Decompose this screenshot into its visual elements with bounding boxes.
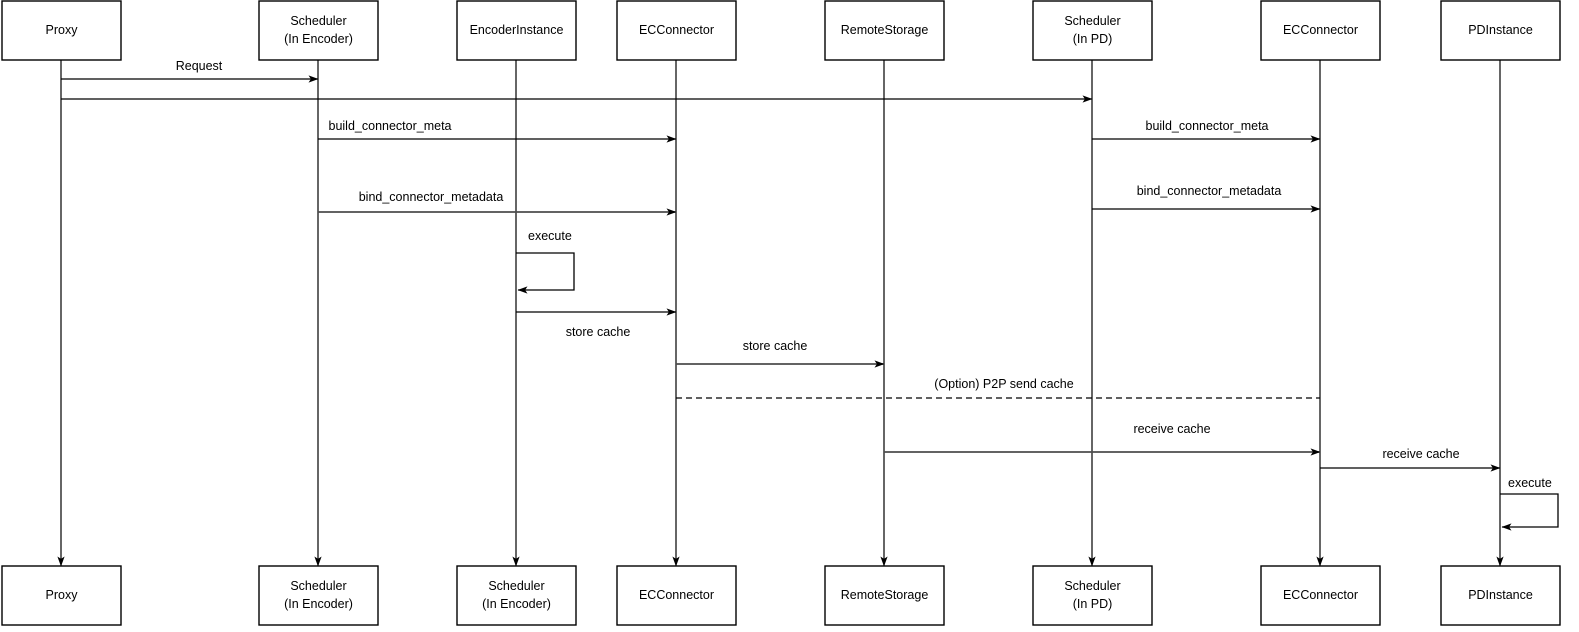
messages-layer: Request build_connector_meta build_connect…	[61, 59, 1501, 472]
participant-box-rect	[1032, 0, 1153, 61]
message-m8: store cache	[676, 339, 885, 368]
participant-box-rect	[1260, 565, 1381, 626]
participant-label-line1: PDInstance	[1468, 588, 1533, 602]
participant-label-line2: (In Encoder)	[482, 597, 551, 611]
participant-header-remote-store[interactable]: RemoteStorage	[824, 0, 945, 61]
participant-label-line1: Scheduler	[1064, 579, 1120, 593]
message-label: Request	[176, 59, 223, 73]
message-m7: store cache	[516, 308, 677, 339]
participant-label-line1: PDInstance	[1468, 23, 1533, 37]
message-m4: build_connector_meta	[1092, 119, 1321, 143]
participant-label-line1: Scheduler	[1064, 14, 1120, 28]
participant-label-line1: ECConnector	[1283, 23, 1358, 37]
participant-label-line1: Proxy	[46, 23, 79, 37]
participant-box-rect	[1, 0, 122, 61]
self-messages-layer: execute execute	[516, 229, 1559, 531]
message-label: build_connector_meta	[329, 119, 452, 133]
message-m3: build_connector_meta	[318, 119, 677, 143]
message-label: bind_connector_metadata	[359, 190, 504, 204]
participant-label-line1: ECConnector	[1283, 588, 1358, 602]
message-label: receive cache	[1382, 447, 1459, 461]
self-message-s2: execute	[1500, 476, 1559, 531]
participant-footer-proxy[interactable]: Proxy	[1, 565, 122, 626]
message-label: store cache	[566, 325, 631, 339]
header-boxes-layer: Proxy Scheduler (In Encoder) EncoderInstanc…	[1, 0, 1561, 61]
message-label: build_connector_meta	[1146, 119, 1269, 133]
participant-label-line1: Scheduler	[290, 14, 346, 28]
participant-label-line2: (In Encoder)	[284, 597, 353, 611]
self-message-path	[1500, 493, 1559, 531]
message-m11: receive cache	[1320, 447, 1501, 472]
participant-box-rect	[1260, 0, 1381, 61]
message-m5: bind_connector_metadata	[318, 190, 677, 216]
participant-label-line1: Proxy	[46, 588, 79, 602]
participant-label-line1: ECConnector	[639, 23, 714, 37]
footer-boxes-layer: Proxy Scheduler (In Encoder) Scheduler (In E…	[1, 565, 1561, 626]
participant-label-line2: (In Encoder)	[284, 32, 353, 46]
self-message-label: execute	[528, 229, 572, 243]
participant-label-line1: Scheduler	[290, 579, 346, 593]
participant-header-pd-inst[interactable]: PDInstance	[1440, 0, 1561, 61]
lifelines-layer	[57, 60, 1504, 567]
participant-label-line1: RemoteStorage	[841, 23, 929, 37]
self-message-path	[516, 252, 575, 294]
participant-label-line1: ECConnector	[639, 588, 714, 602]
message-m6: bind_connector_metadata	[1092, 184, 1321, 213]
participant-box-rect	[1440, 0, 1561, 61]
participant-footer-ec-right[interactable]: ECConnector	[1260, 565, 1381, 626]
self-message-label: execute	[1508, 476, 1552, 490]
participant-box-rect	[1032, 565, 1153, 626]
message-label: bind_connector_metadata	[1137, 184, 1282, 198]
message-m10: receive cache	[884, 422, 1321, 456]
participant-box-rect	[258, 565, 379, 626]
participant-footer-remote-store[interactable]: RemoteStorage	[824, 565, 945, 626]
participant-footer-ec-left[interactable]: ECConnector	[616, 565, 737, 626]
participant-box-rect	[616, 565, 737, 626]
participant-label-line1: EncoderInstance	[470, 23, 564, 37]
message-m1: Request	[61, 59, 319, 83]
message-m9: (Option) P2P send cache	[676, 377, 1320, 399]
participant-footer-encoder-inst[interactable]: Scheduler (In Encoder)	[456, 565, 577, 626]
participant-header-encoder-inst[interactable]: EncoderInstance	[456, 0, 577, 61]
participant-box-rect	[824, 0, 945, 61]
participant-header-ec-left[interactable]: ECConnector	[616, 0, 737, 61]
participant-label-line2: (In PD)	[1073, 32, 1113, 46]
participant-header-ec-right[interactable]: ECConnector	[1260, 0, 1381, 61]
message-label: receive cache	[1133, 422, 1210, 436]
participant-box-rect	[616, 0, 737, 61]
message-label: store cache	[743, 339, 808, 353]
participant-header-sched-encoder[interactable]: Scheduler (In Encoder)	[258, 0, 379, 61]
participant-footer-sched-pd[interactable]: Scheduler (In PD)	[1032, 565, 1153, 626]
participant-box-rect	[1440, 565, 1561, 626]
participant-box-rect	[456, 565, 577, 626]
participant-header-sched-pd[interactable]: Scheduler (In PD)	[1032, 0, 1153, 61]
self-message-s1: execute	[516, 229, 575, 294]
participant-box-rect	[258, 0, 379, 61]
participant-label-line1: RemoteStorage	[841, 588, 929, 602]
participant-box-rect	[824, 565, 945, 626]
participant-footer-pd-inst[interactable]: PDInstance	[1440, 565, 1561, 626]
participant-label-line1: Scheduler	[488, 579, 544, 593]
participant-box-rect	[1, 565, 122, 626]
participant-footer-sched-encoder[interactable]: Scheduler (In Encoder)	[258, 565, 379, 626]
message-label: (Option) P2P send cache	[934, 377, 1073, 391]
participant-header-proxy[interactable]: Proxy	[1, 0, 122, 61]
participant-box-rect	[456, 0, 577, 61]
participant-label-line2: (In PD)	[1073, 597, 1113, 611]
